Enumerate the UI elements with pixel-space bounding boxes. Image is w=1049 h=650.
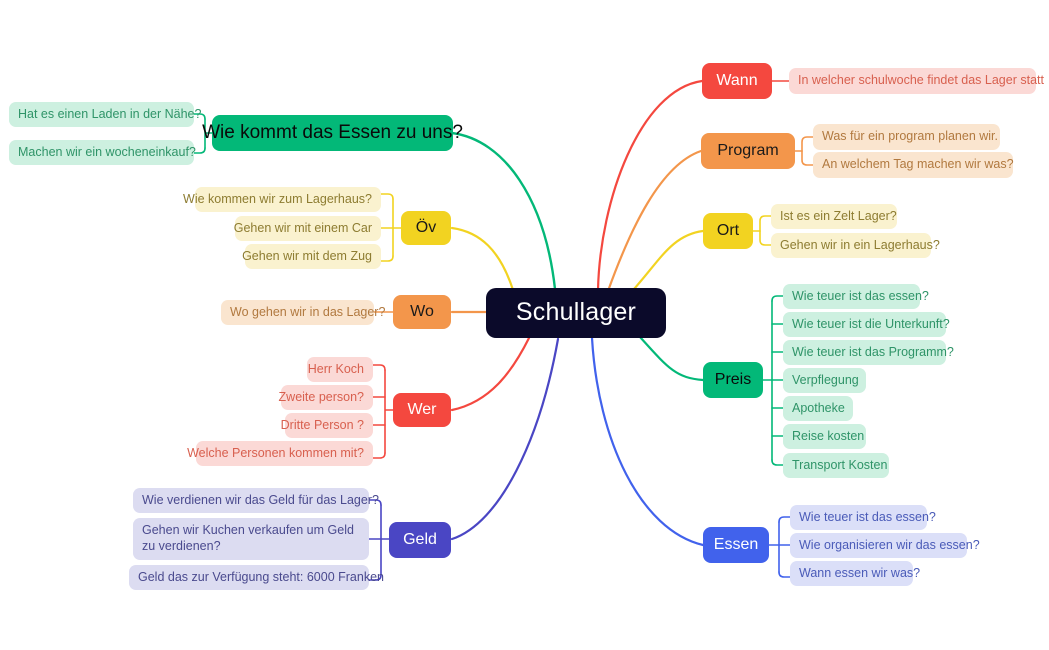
root-node-label: Schullager <box>515 298 637 327</box>
leaf-node-oev-2[interactable]: Gehen wir mit dem Zug <box>242 244 381 269</box>
leaf-label-program-0: Was für ein program planen wir. <box>822 129 999 144</box>
branch-node-preis[interactable]: Preis <box>703 362 763 398</box>
branch-node-essen-herkunft[interactable]: Wie kommt das Essen zu uns? <box>202 115 463 151</box>
leaf-node-ort-0[interactable]: Ist es ein Zelt Lager? <box>771 204 897 229</box>
leaf-label-wer-1: Zweite person? <box>278 389 364 404</box>
edge-root-program <box>606 149 703 293</box>
edge-root-geld <box>450 337 560 541</box>
branch-label-ort: Ort <box>716 222 740 239</box>
edge-preis-spine <box>761 300 773 461</box>
leaf-label-preis-2: Wie teuer ist das Programm? <box>792 344 954 359</box>
edge-root-ort <box>632 229 705 291</box>
branch-node-ort[interactable]: Ort <box>703 213 753 249</box>
edge-oev-leaf-2 <box>380 255 394 262</box>
leaf-label-essen-1: Wie organisieren wir das essen? <box>799 537 980 552</box>
branch-node-wann[interactable]: Wann <box>702 63 772 99</box>
edge-wer-spine <box>384 369 394 454</box>
branch-label-geld: Geld <box>403 531 437 548</box>
leaf-label-essen-0: Wie teuer ist das essen? <box>799 509 936 524</box>
branch-label-essen-herkunft: Wie kommt das Essen zu uns? <box>202 122 463 144</box>
edge-geld-spine <box>380 504 390 576</box>
branch-node-oev[interactable]: Öv <box>401 211 451 245</box>
leaf-node-essen-0[interactable]: Wie teuer ist das essen? <box>790 505 936 530</box>
leaf-label-preis-3: Verpflegung <box>792 372 859 387</box>
leaf-label-geld-0: Wie verdienen wir das Geld für das Lager… <box>142 492 379 507</box>
root-node-schullager[interactable]: Schullager <box>486 288 666 338</box>
leaf-node-program-0[interactable]: Was für ein program planen wir. <box>813 124 1000 150</box>
branch-label-wann: Wann <box>716 72 758 89</box>
edge-root-wer <box>450 336 531 412</box>
leaf-node-preis-5[interactable]: Reise kosten <box>783 424 866 449</box>
leaf-node-wer-3[interactable]: Welche Personen kommen mit? <box>187 441 373 466</box>
edge-oev-leaf-0 <box>380 193 394 200</box>
branch-label-oev: Öv <box>415 219 437 236</box>
branch-label-wer: Wer <box>407 401 437 418</box>
leaf-node-program-1[interactable]: An welchem Tag machen wir was? <box>813 152 1014 178</box>
leaf-node-preis-0[interactable]: Wie teuer ist das essen? <box>783 284 929 309</box>
leaf-label-essen-herkunft-1: Machen wir ein wocheneinkauf? <box>18 144 196 159</box>
leaf-node-geld-0[interactable]: Wie verdienen wir das Geld für das Lager… <box>133 488 379 513</box>
edge-oev-spine <box>392 198 402 257</box>
branch-node-geld[interactable]: Geld <box>389 522 451 558</box>
leaf-label-geld-1: Gehen wir Kuchen verkaufen um Geld zu ve… <box>142 523 354 553</box>
leaf-label-preis-1: Wie teuer ist die Unterkunft? <box>792 316 950 331</box>
leaf-label-preis-0: Wie teuer ist das essen? <box>792 288 929 303</box>
branch-label-preis: Preis <box>714 371 752 388</box>
leaf-node-preis-1[interactable]: Wie teuer ist die Unterkunft? <box>783 312 950 337</box>
edge-root-preis <box>638 335 705 382</box>
branch-label-program: Program <box>717 142 779 159</box>
leaf-node-essen-2[interactable]: Wann essen wir was? <box>790 561 920 586</box>
leaf-label-wer-0: Herr Koch <box>307 361 364 376</box>
leaf-node-preis-6[interactable]: Transport Kosten <box>783 453 889 478</box>
leaf-node-preis-2[interactable]: Wie teuer ist das Programm? <box>783 340 954 365</box>
branch-label-essen: Essen <box>713 536 759 553</box>
leaf-label-essen-2: Wann essen wir was? <box>799 565 921 580</box>
leaf-label-ort-1: Gehen wir in ein Lagerhaus? <box>780 237 940 252</box>
leaf-label-preis-4: Apotheke <box>792 400 845 415</box>
branch-node-essen[interactable]: Essen <box>703 527 769 563</box>
leaf-node-wo-0[interactable]: Wo gehen wir in das Lager? <box>221 300 385 325</box>
edge-essen-spine <box>768 521 780 573</box>
leaf-node-wer-1[interactable]: Zweite person? <box>278 385 373 410</box>
leaf-node-geld-2[interactable]: Geld das zur Verfügung steht: 6000 Frank… <box>129 565 384 590</box>
branch-node-wer[interactable]: Wer <box>393 393 451 427</box>
leaf-label-oev-0: Wie kommen wir zum Lagerhaus? <box>183 191 372 206</box>
leaf-node-essen-herkunft-1[interactable]: Machen wir ein wocheneinkauf? <box>9 140 196 165</box>
edge-root-essen <box>590 336 705 547</box>
edge-wer-leaf-0 <box>372 364 386 371</box>
leaf-node-essen-herkunft-0[interactable]: Hat es einen Laden in der Nähe? <box>9 102 201 127</box>
leaf-label-program-1: An welchem Tag machen wir was? <box>822 157 1014 172</box>
leaf-node-ort-1[interactable]: Gehen wir in ein Lagerhaus? <box>771 233 940 258</box>
leaf-label-essen-herkunft-0: Hat es einen Laden in der Nähe? <box>18 106 202 121</box>
leaf-node-essen-1[interactable]: Wie organisieren wir das essen? <box>790 533 980 558</box>
edge-root-wann <box>596 79 704 292</box>
leaf-label-geld-2: Geld das zur Verfügung steht: 6000 Frank… <box>138 569 384 584</box>
leaf-label-wer-3: Welche Personen kommen mit? <box>187 445 364 460</box>
leaf-node-wer-0[interactable]: Herr Koch <box>307 357 373 382</box>
leaf-label-preis-5: Reise kosten <box>792 428 865 443</box>
leaf-node-geld-1[interactable]: Gehen wir Kuchen verkaufen um Geld zu ve… <box>133 518 369 560</box>
branch-node-program[interactable]: Program <box>701 133 795 169</box>
leaf-node-preis-3[interactable]: Verpflegung <box>783 368 866 393</box>
edge-root-oev <box>450 226 515 292</box>
leaf-label-wer-2: Dritte Person ? <box>280 417 364 432</box>
leaf-label-preis-6: Transport Kosten <box>792 457 888 472</box>
leaf-node-preis-4[interactable]: Apotheke <box>783 396 853 421</box>
leaf-label-wann-0: In welcher schulwoche findet das Lager s… <box>798 73 1044 88</box>
branch-label-wo: Wo <box>410 303 434 320</box>
leaf-label-ort-0: Ist es ein Zelt Lager? <box>780 208 897 223</box>
leaf-node-oev-1[interactable]: Gehen wir mit einem Car <box>233 216 381 241</box>
branch-node-wo[interactable]: Wo <box>393 295 451 329</box>
leaf-label-oev-2: Gehen wir mit dem Zug <box>242 248 372 263</box>
leaf-label-wo-0: Wo gehen wir in das Lager? <box>230 304 386 319</box>
edge-root-essen-herkunft <box>450 131 557 291</box>
leaf-node-oev-0[interactable]: Wie kommen wir zum Lagerhaus? <box>183 187 381 212</box>
edge-wer-leaf-3 <box>372 452 386 459</box>
leaf-label-oev-1: Gehen wir mit einem Car <box>233 220 372 235</box>
leaf-node-wann-0[interactable]: In welcher schulwoche findet das Lager s… <box>789 68 1044 94</box>
leaf-node-wer-2[interactable]: Dritte Person ? <box>281 413 373 438</box>
